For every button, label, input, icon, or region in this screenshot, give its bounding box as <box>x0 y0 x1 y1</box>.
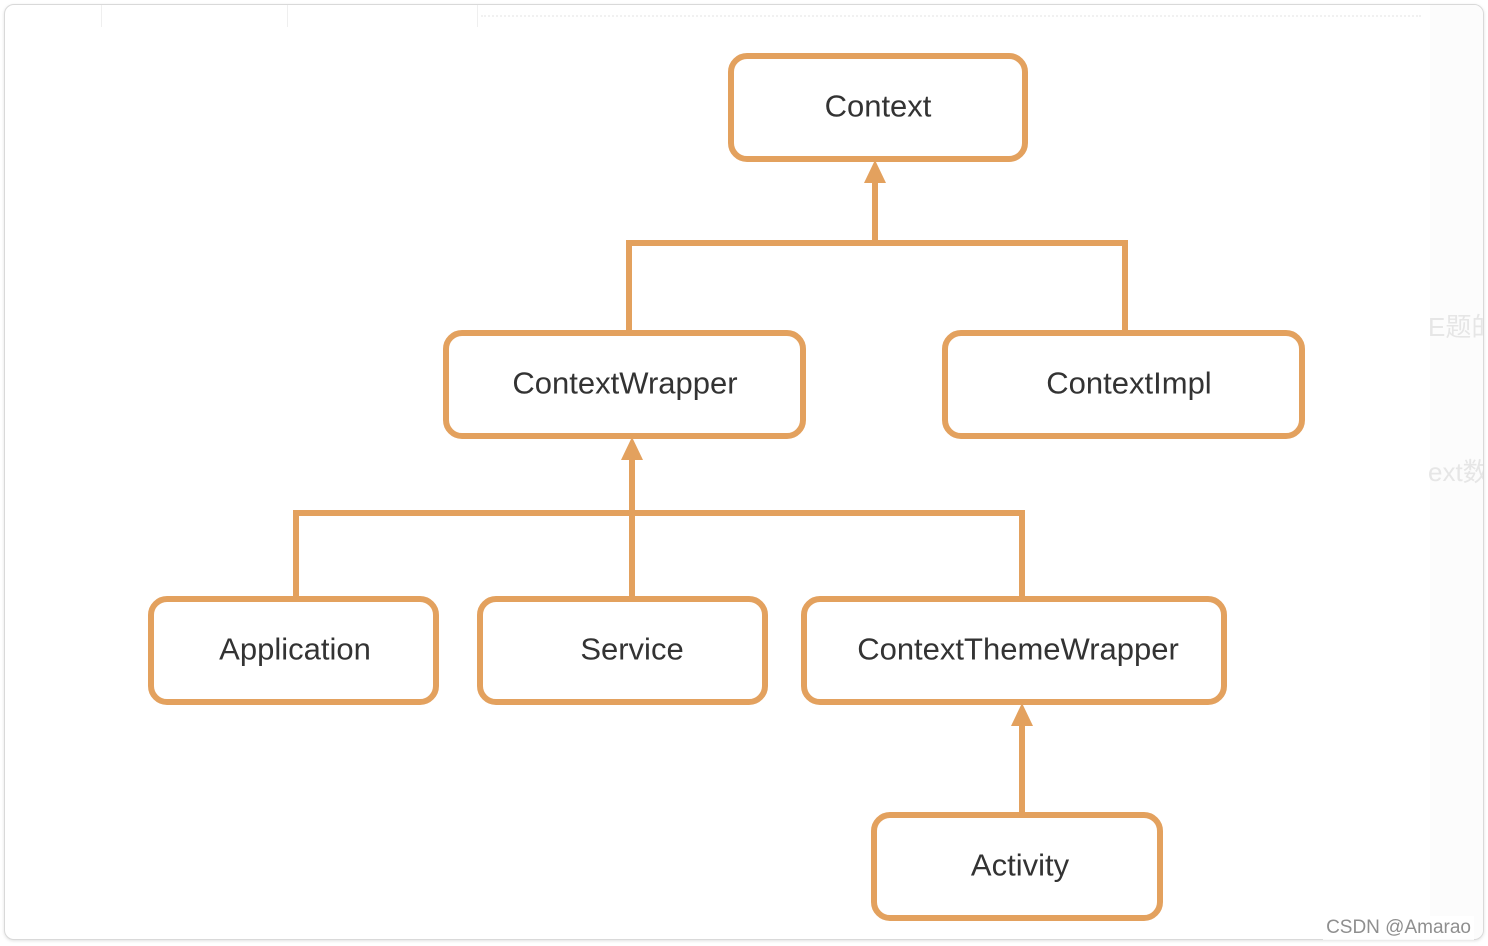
node-contextthemewrapper: ContextThemeWrapper <box>801 596 1227 705</box>
top-dotted-rule <box>481 15 1421 19</box>
node-label-application: Application <box>219 632 371 667</box>
watermark: CSDN @Amarao <box>1323 916 1474 940</box>
edge-contextwrapper-contextimpl-to-context <box>626 180 1128 334</box>
node-box <box>801 596 1227 705</box>
top-gutter-divider <box>101 5 288 27</box>
node-application: Application <box>148 596 439 705</box>
node-service: Service <box>477 596 768 705</box>
right-margin-strip: E题的 ext数 <box>1428 5 1484 939</box>
node-contextimpl: ContextImpl <box>942 330 1305 439</box>
node-context: Context <box>728 53 1028 162</box>
top-gutter-divider <box>287 5 478 27</box>
node-box <box>942 330 1305 439</box>
node-box <box>871 812 1163 921</box>
node-label-contextthemewrapper: ContextThemeWrapper <box>857 632 1179 667</box>
top-gutter-divider <box>5 5 102 27</box>
node-label-activity: Activity <box>971 848 1070 883</box>
node-box <box>728 53 1028 162</box>
node-box <box>443 330 806 439</box>
node-activity: Activity <box>871 812 1163 921</box>
node-label-contextimpl: ContextImpl <box>1046 366 1211 401</box>
side-text-fragment: ext数 <box>1428 457 1484 487</box>
node-label-contextwrapper: ContextWrapper <box>512 366 737 401</box>
arrowhead-to-context <box>864 160 886 183</box>
node-contextwrapper: ContextWrapper <box>443 330 806 439</box>
arrowhead-to-contextthemewrapper <box>1011 703 1033 726</box>
edge-subclasses-to-contextwrapper <box>293 458 1025 600</box>
node-label-context: Context <box>825 89 932 124</box>
node-label-service: Service <box>580 632 683 667</box>
arrowhead-to-contextwrapper <box>621 437 643 460</box>
side-text-fragment: E题的 <box>1428 312 1483 342</box>
node-box <box>477 596 768 705</box>
node-box <box>148 596 439 705</box>
